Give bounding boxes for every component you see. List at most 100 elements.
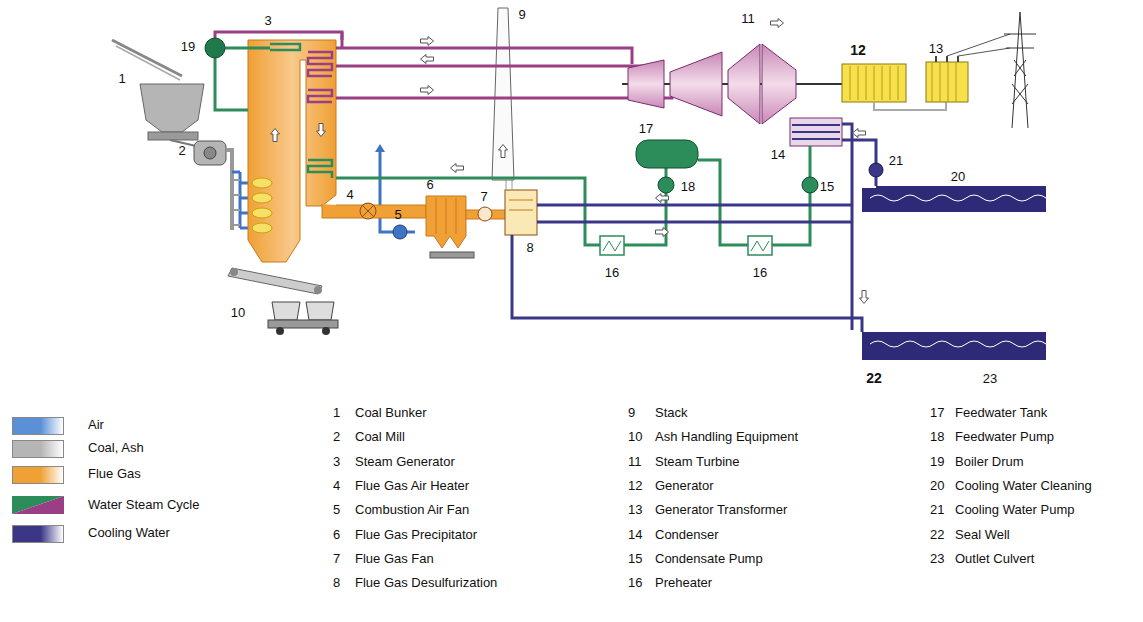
boiler-drum bbox=[205, 32, 342, 110]
preheater bbox=[600, 236, 772, 255]
key-name: Steam Generator bbox=[355, 454, 455, 469]
callout-number: 16 bbox=[753, 265, 767, 280]
callout-number: 20 bbox=[951, 169, 965, 184]
swatch-part bbox=[12, 496, 64, 514]
key-name: Condenser bbox=[655, 527, 719, 542]
swatch-part bbox=[12, 496, 64, 514]
key-name: Generator bbox=[655, 478, 714, 493]
key-name: Steam Turbine bbox=[655, 454, 740, 469]
callout-number: 17 bbox=[639, 121, 653, 136]
callout-number: 7 bbox=[480, 189, 487, 204]
key-name: Flue Gas Desulfurization bbox=[355, 575, 497, 590]
key-number: 20 bbox=[930, 478, 944, 493]
key-name: Combustion Air Fan bbox=[355, 502, 469, 517]
ash-handling bbox=[228, 268, 338, 335]
transmission-tower bbox=[1004, 12, 1036, 128]
legend-text: Water Steam Cycle bbox=[88, 497, 200, 512]
callout-number: 8 bbox=[526, 240, 533, 255]
callout-number: 16 bbox=[605, 265, 619, 280]
key-name: Cooling Water Cleaning bbox=[955, 478, 1092, 493]
legend-swatch bbox=[12, 496, 64, 514]
key-number: 3 bbox=[333, 454, 340, 469]
steam-generator bbox=[248, 40, 336, 262]
legend-swatch bbox=[12, 417, 64, 435]
key-name: Coal Bunker bbox=[355, 405, 427, 420]
key-number: 23 bbox=[930, 551, 944, 566]
generator-transformer bbox=[926, 34, 1010, 102]
feedwater-pipes bbox=[336, 146, 810, 245]
feedwater-tank bbox=[636, 140, 818, 193]
key-number: 1 bbox=[333, 405, 340, 420]
key-number: 22 bbox=[930, 527, 944, 542]
key-number: 11 bbox=[628, 454, 642, 469]
flue-gas-duct bbox=[322, 180, 537, 258]
key-name: Ash Handling Equipment bbox=[655, 429, 798, 444]
callout-number: 4 bbox=[346, 187, 353, 202]
callout-number: 1 bbox=[118, 71, 125, 86]
coal-bunker bbox=[112, 40, 204, 146]
legend-swatch bbox=[12, 525, 64, 543]
key-number: 5 bbox=[333, 502, 340, 517]
callout-number: 12 bbox=[850, 43, 866, 58]
key-name: Flue Gas Fan bbox=[355, 551, 434, 566]
coal-mill bbox=[194, 141, 232, 230]
cooling-water-pump bbox=[869, 163, 883, 177]
callout-number: 2 bbox=[178, 143, 185, 158]
callout-number: 13 bbox=[929, 41, 943, 56]
key-number: 10 bbox=[628, 429, 642, 444]
cooling-water-pipes bbox=[512, 124, 876, 332]
key-name: Flue Gas Air Heater bbox=[355, 478, 469, 493]
key-number: 8 bbox=[333, 575, 340, 590]
key-number: 12 bbox=[628, 478, 642, 493]
callout-number: 21 bbox=[889, 153, 903, 168]
key-name: Condensate Pump bbox=[655, 551, 763, 566]
callout-number: 23 bbox=[983, 371, 997, 386]
key-name: Feedwater Pump bbox=[955, 429, 1054, 444]
key-number: 16 bbox=[628, 575, 642, 590]
legend-text: Air bbox=[88, 417, 104, 432]
key-number: 15 bbox=[628, 551, 642, 566]
callout-number: 3 bbox=[264, 13, 271, 28]
key-name: Preheater bbox=[655, 575, 712, 590]
callout-number: 19 bbox=[181, 39, 195, 54]
key-number: 2 bbox=[333, 429, 340, 444]
key-number: 18 bbox=[930, 429, 944, 444]
key-name: Seal Well bbox=[955, 527, 1010, 542]
callout-number: 6 bbox=[426, 177, 433, 192]
key-name: Coal Mill bbox=[355, 429, 405, 444]
key-number: 7 bbox=[333, 551, 340, 566]
steam-pipes bbox=[336, 32, 672, 98]
key-name: Cooling Water Pump bbox=[955, 502, 1074, 517]
key-number: 6 bbox=[333, 527, 340, 542]
callout-number: 15 bbox=[820, 179, 834, 194]
legend-text: Coal, Ash bbox=[88, 440, 144, 455]
coal-pipes bbox=[232, 180, 240, 225]
key-name: Boiler Drum bbox=[955, 454, 1024, 469]
stack bbox=[492, 8, 514, 180]
key-number: 13 bbox=[628, 502, 642, 517]
key-name: Outlet Culvert bbox=[955, 551, 1034, 566]
cooling-water-basin bbox=[862, 186, 1046, 212]
key-number: 19 bbox=[930, 454, 944, 469]
steam-turbine bbox=[622, 44, 842, 124]
callout-number: 22 bbox=[866, 371, 882, 386]
legend-text: Flue Gas bbox=[88, 466, 141, 481]
key-name: Stack bbox=[655, 405, 688, 420]
key-number: 14 bbox=[628, 527, 642, 542]
key-name: Generator Transformer bbox=[655, 502, 787, 517]
key-name: Flue Gas Precipitator bbox=[355, 527, 477, 542]
key-number: 4 bbox=[333, 478, 340, 493]
legend-swatch bbox=[12, 466, 64, 484]
callout-number: 14 bbox=[771, 147, 785, 162]
key-number: 21 bbox=[930, 502, 944, 517]
callout-number: 5 bbox=[394, 207, 401, 222]
legend-swatch bbox=[12, 440, 64, 458]
key-number: 9 bbox=[628, 405, 635, 420]
callout-number: 9 bbox=[518, 7, 525, 22]
key-name: Feedwater Tank bbox=[955, 405, 1047, 420]
callout-number: 18 bbox=[681, 179, 695, 194]
legend-text: Cooling Water bbox=[88, 525, 170, 540]
callout-number: 11 bbox=[741, 11, 755, 26]
seal-well bbox=[862, 332, 1046, 360]
key-number: 17 bbox=[930, 405, 944, 420]
